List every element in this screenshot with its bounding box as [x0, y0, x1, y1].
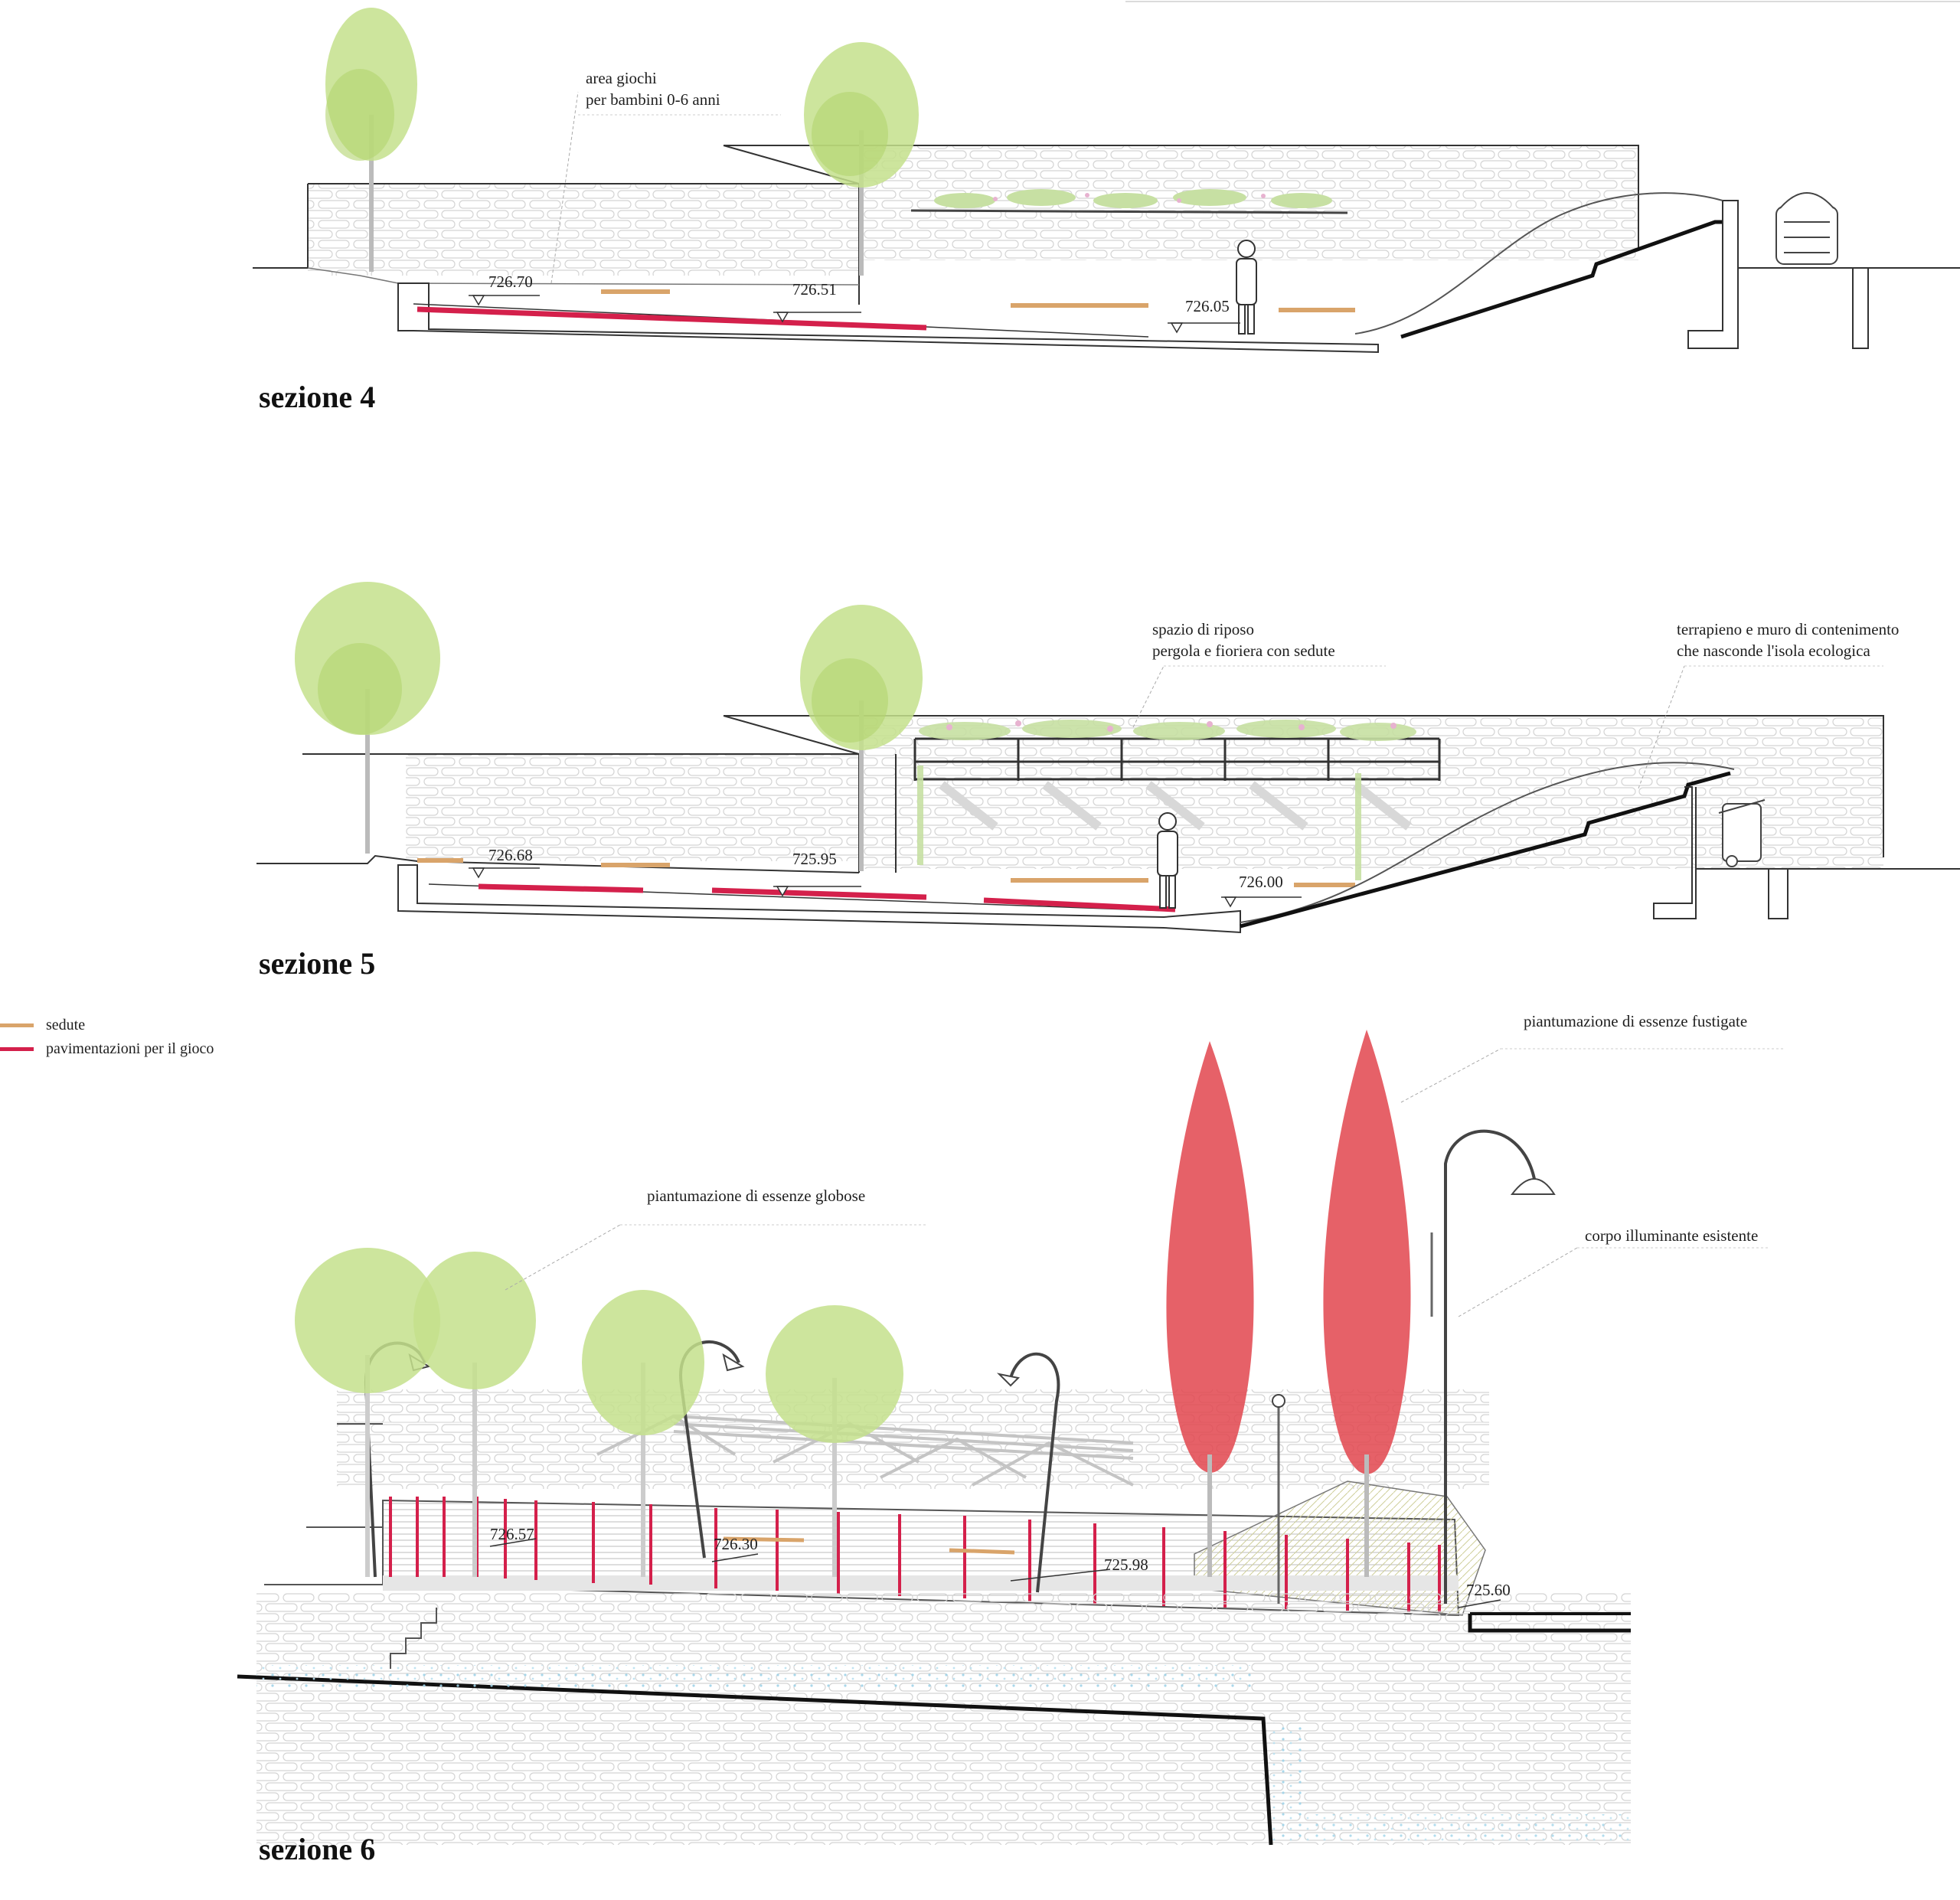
annotation-line: che nasconde l'isola ecologica [1677, 641, 1870, 660]
annotation-line: pergola e fioriera con sedute [1152, 641, 1335, 660]
legend-swatch [0, 1047, 34, 1051]
section-title: sezione 5 [259, 946, 376, 981]
tree-globose [325, 8, 417, 272]
annotation-essenze-fustigate: piantumazione di essenze fustigate [1524, 1010, 1747, 1032]
legend-label: pavimentazioni per il gioco [46, 1040, 214, 1057]
annotation-line: terrapieno e muro di contenimento [1677, 620, 1900, 638]
legend-swatch [0, 1023, 34, 1027]
section-4-drawing [253, 8, 1960, 354]
section-6-drawing [237, 1030, 1784, 1846]
elevation-label: 726.05 [1185, 297, 1230, 315]
section-title: sezione 6 [259, 1832, 376, 1866]
elevation-label: 725.95 [792, 850, 837, 868]
annotation-area-giochi: area giochi per bambini 0-6 anni [586, 67, 720, 110]
elevation-label: 725.60 [1466, 1581, 1511, 1599]
legend-label: sedute [46, 1017, 86, 1033]
elevation-label: 726.57 [490, 1525, 534, 1543]
annotation-line: piantumazione di essenze globose [647, 1187, 866, 1205]
section-5-drawing [256, 582, 1960, 934]
annotation-spazio-di-riposo: spazio di riposo pergola e fioriera con … [1152, 619, 1335, 661]
annotation-line: area giochi [586, 69, 657, 87]
annotation-terrapieno: terrapieno e muro di contenimento che na… [1677, 619, 1899, 661]
elevation-label: 726.30 [714, 1535, 758, 1553]
elevation-label: 726.68 [488, 846, 533, 864]
elevation-label: 725.98 [1104, 1556, 1148, 1574]
section-title: sezione 4 [259, 380, 376, 414]
annotation-line: per bambini 0-6 anni [586, 90, 720, 109]
legend-item-sedute: sedute [0, 1017, 85, 1034]
annotation-corpo-illuminante: corpo illuminante esistente [1585, 1225, 1758, 1246]
stone-wall-left [308, 184, 859, 276]
annotation-line: spazio di riposo [1152, 620, 1254, 638]
elevation-label: 726.51 [792, 280, 837, 299]
annotation-line: piantumazione di essenze fustigate [1524, 1012, 1748, 1030]
elevation-label: 726.70 [488, 273, 533, 291]
elevation-label: 726.00 [1239, 873, 1283, 891]
legend-item-gioco: pavimentazioni per il gioco [0, 1040, 214, 1058]
annotation-essenze-globose: piantumazione di essenze globose [647, 1185, 865, 1206]
annotation-line: corpo illuminante esistente [1585, 1226, 1759, 1245]
tree-globose [804, 42, 919, 276]
